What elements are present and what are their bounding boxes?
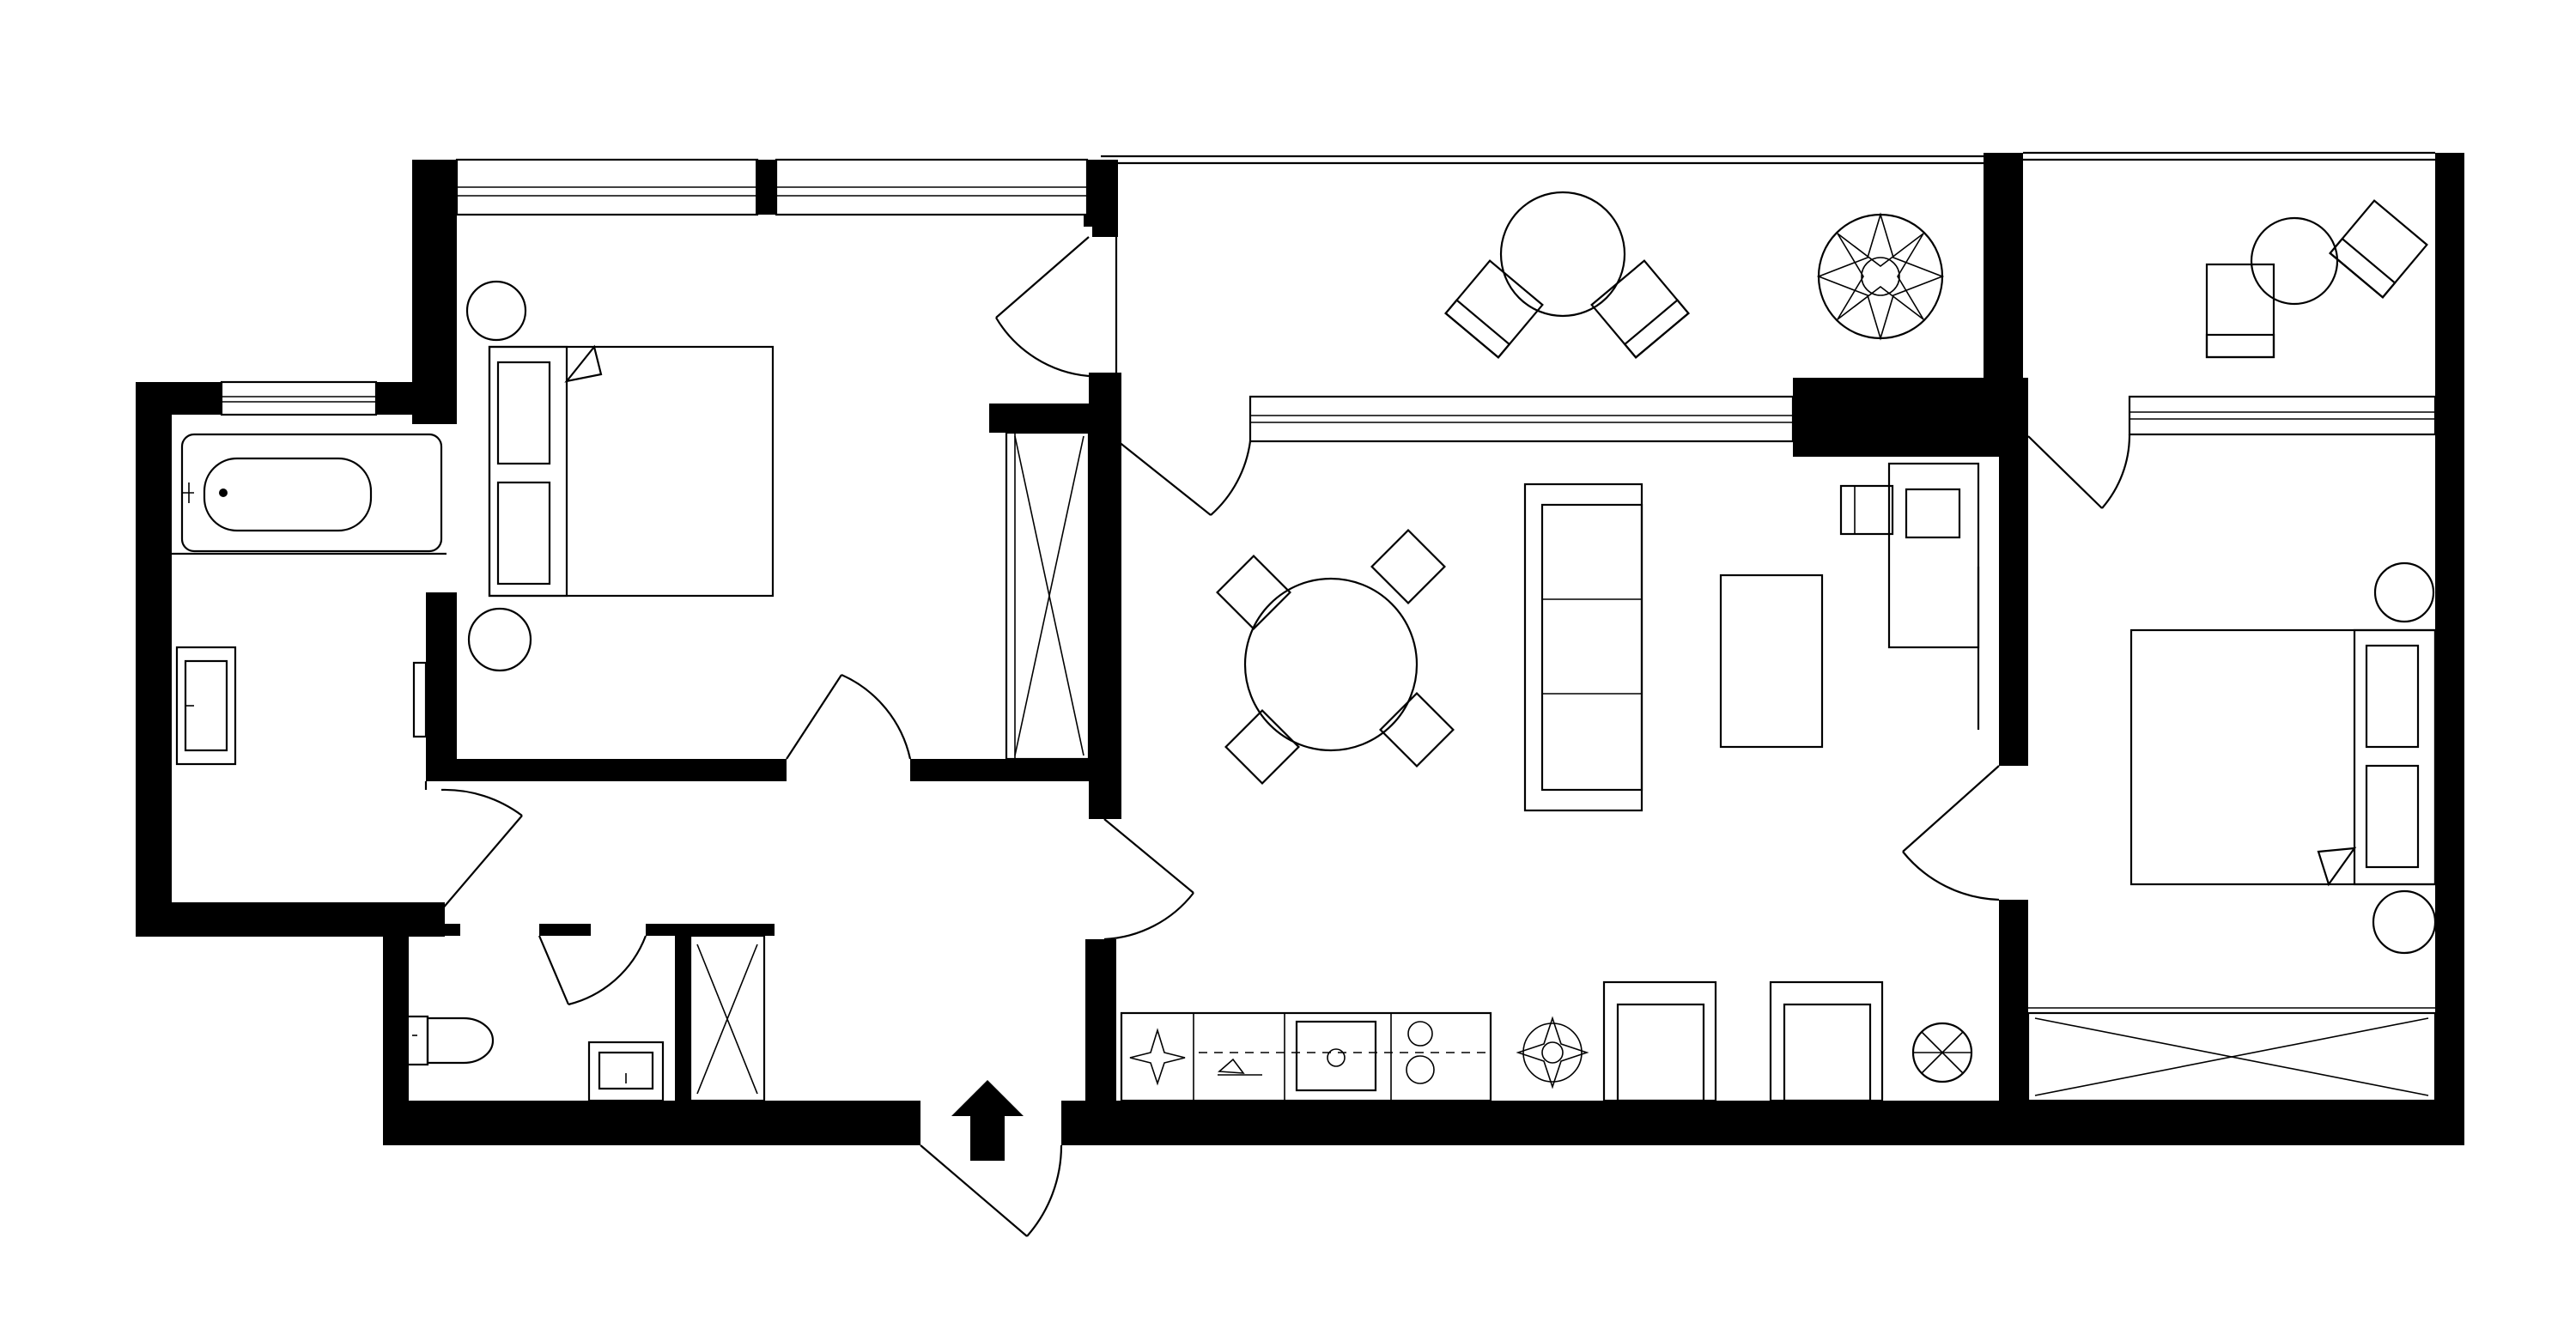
chair <box>1370 529 1446 604</box>
desk <box>1887 462 1980 649</box>
nightstand-lamp <box>2372 889 2437 955</box>
nightstand-lamp <box>2373 561 2435 623</box>
double-bed <box>488 344 775 598</box>
sink <box>1295 1020 1377 1092</box>
round-table <box>1499 191 1626 318</box>
radiator <box>412 661 428 738</box>
plant <box>1516 1016 1589 1089</box>
nightstand-lamp <box>467 607 532 672</box>
bathroom <box>172 433 447 766</box>
sofa <box>1523 482 1643 812</box>
wardrobe <box>2026 1007 2437 1102</box>
walls <box>136 153 2464 1145</box>
sink <box>175 646 237 766</box>
wardrobe <box>1005 431 1091 761</box>
lounge-chair <box>2329 199 2428 299</box>
toilet <box>400 1015 495 1066</box>
plant <box>1816 212 1945 341</box>
lounge-chair <box>2205 263 2275 359</box>
kitchen-counter <box>1120 1011 1492 1102</box>
up-arrow-icon <box>951 1080 1024 1161</box>
round-table <box>2250 216 2339 306</box>
bedroom-1 <box>465 280 1091 761</box>
bedroom-2 <box>2026 561 2437 1102</box>
cooktop <box>1406 1021 1435 1084</box>
balcony-2 <box>2205 199 2428 359</box>
balcony-1 <box>1444 191 1945 359</box>
armchair <box>1769 980 1884 1102</box>
bathtub <box>180 433 443 553</box>
closet <box>689 934 766 1102</box>
hand-basin <box>587 1041 665 1102</box>
side-table <box>1911 1022 1973 1083</box>
double-bed <box>2129 628 2437 887</box>
toilet-room <box>400 934 766 1102</box>
chair <box>1216 555 1291 630</box>
lounge-chair <box>1444 259 1544 359</box>
desk-chair <box>1839 484 1894 536</box>
doors <box>424 236 2131 1237</box>
dining-table <box>1243 577 1419 752</box>
chair <box>1224 709 1300 785</box>
nightstand-lamp <box>465 280 527 342</box>
armchair <box>1602 980 1717 1102</box>
lounge-chair <box>1590 259 1690 359</box>
chair <box>1379 692 1455 768</box>
windows <box>220 151 2437 443</box>
coffee-table <box>1719 573 1824 749</box>
living-kitchen <box>1120 462 1980 1102</box>
